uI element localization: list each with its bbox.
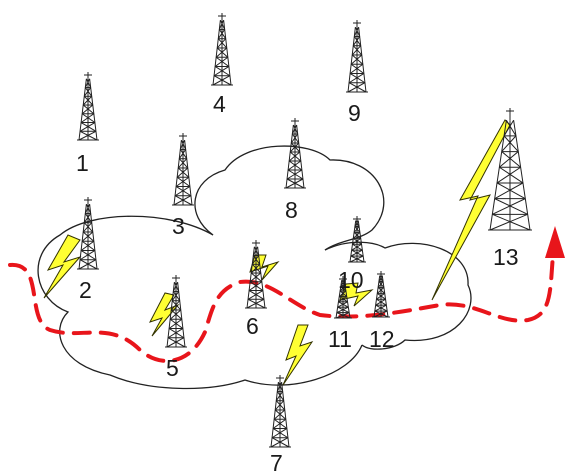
tower-6-icon [245,240,267,309]
tower-label-11: 11 [328,326,352,352]
tower-13-icon [488,108,532,231]
coverage-clouds [37,145,472,390]
tower-label-6: 6 [246,313,259,339]
tower-11-icon [334,276,352,319]
tower-label-10: 10 [338,267,364,293]
tower-5-icon [165,275,187,348]
tower-label-13: 13 [493,244,519,270]
tower-7-icon [269,375,291,448]
lightning-bolt-icon [249,254,280,281]
lightning-bolt-icon [148,292,180,337]
tower-label-9: 9 [348,100,361,126]
lightning-bolt-icon [43,234,82,299]
tower-label-2: 2 [79,277,92,303]
tower-label-4: 4 [213,91,226,117]
tower-9-icon [346,20,368,93]
towers-layer [77,13,532,448]
tower-label-7: 7 [270,450,283,472]
tower-12-icon [372,271,390,318]
tower-label-8: 8 [285,197,298,223]
mobile-route-dashed-line [8,253,555,363]
tower-8-icon [284,118,306,189]
cloud-outline-top [194,145,385,251]
tower-3-icon [172,133,194,206]
tower-label-5: 5 [166,355,179,381]
tower-label-3: 3 [172,213,185,239]
tower-label-1: 1 [76,150,89,176]
cloud-outline-left [37,215,363,390]
route-arrowhead-icon [545,226,565,258]
tower-1-icon [77,72,99,141]
tower-10-icon [348,216,366,263]
lightning-bolt-icon [431,119,511,301]
lightning-bolt-icon [282,324,314,386]
tower-labels: 1 2 3 4 5 6 7 8 9 10 11 12 13 [76,91,519,472]
tower-label-12: 12 [369,326,395,352]
tower-2-icon [77,197,99,270]
tower-4-icon [211,13,233,86]
cloud-outline-right [324,241,472,350]
lightning-links [43,119,511,386]
